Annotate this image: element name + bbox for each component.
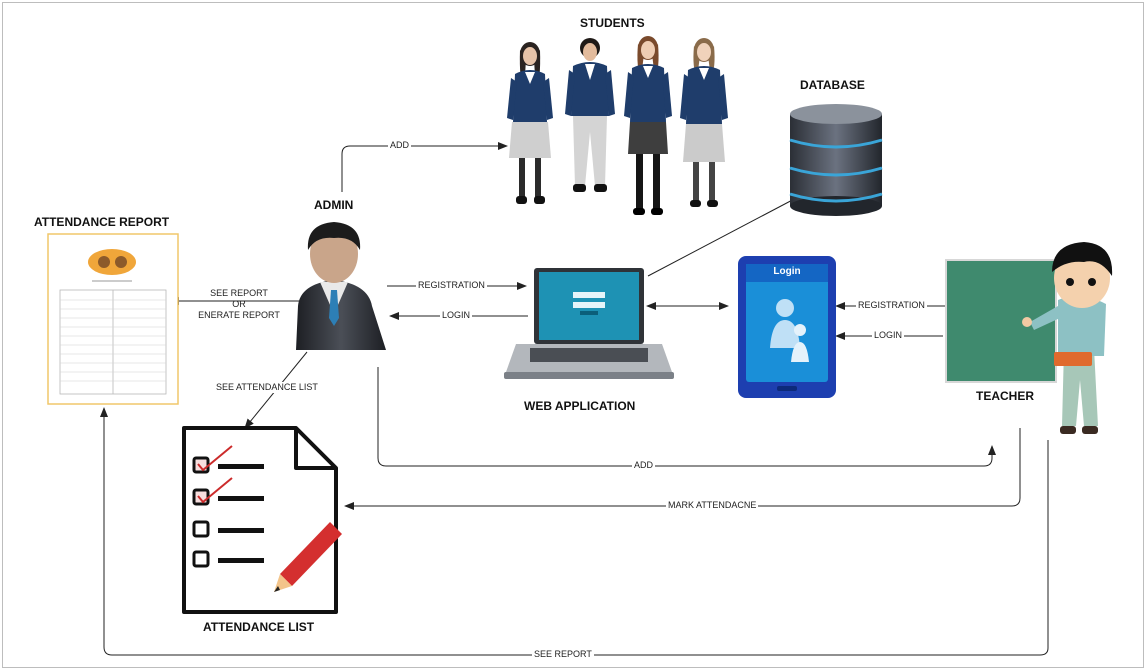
- edge-label-see-attendance-list: SEE ATTENDANCE LIST: [214, 382, 320, 393]
- attendance-list-label: ATTENDANCE LIST: [203, 620, 315, 634]
- students-label: STUDENTS: [580, 16, 645, 30]
- students-illustration: [507, 36, 728, 215]
- web-application-label: WEB APPLICATION: [524, 399, 636, 413]
- edge-label-see-report-3: ENERATE REPORT: [198, 310, 280, 320]
- admin-illustration: [296, 222, 386, 350]
- edge-mark-attendance: [344, 428, 1021, 510]
- edge-label-admin-registration: REGISTRATION: [416, 280, 487, 291]
- edge-webapp-database: [647, 195, 801, 277]
- database-label: DATABASE: [800, 78, 865, 92]
- edge-label-add-teacher: ADD: [632, 460, 656, 471]
- attendance-list-illustration: [182, 426, 342, 614]
- teacher-label: TEACHER: [976, 389, 1035, 403]
- web-application-illustration: [504, 268, 674, 379]
- attendance-report-illustration: [47, 233, 179, 405]
- mobile-illustration: [738, 256, 836, 398]
- edge-label-see-report-2: OR: [232, 299, 246, 309]
- edge-label-mark-attendance: MARK ATTENDACNE: [666, 500, 759, 511]
- admin-label: ADMIN: [314, 198, 354, 212]
- edge-admin-add-students: [341, 142, 508, 192]
- edge-label-see-report-1: SEE REPORT: [210, 288, 268, 298]
- teacher-illustration: [945, 242, 1113, 434]
- edge-label-teacher-login: LOGIN: [872, 330, 905, 341]
- database-illustration: [789, 104, 883, 216]
- mobile-login-title: Login: [773, 266, 801, 277]
- edge-label-see-report: SEE REPORT: [532, 649, 594, 660]
- attendance-report-label: ATTENDANCE REPORT: [34, 215, 170, 229]
- edge-admin-add-teacher: [377, 367, 996, 467]
- edge-label-add-students: ADD: [388, 140, 412, 151]
- edge-label-teacher-registration: REGISTRATION: [856, 300, 927, 311]
- edge-label-admin-login: LOGIN: [440, 310, 473, 321]
